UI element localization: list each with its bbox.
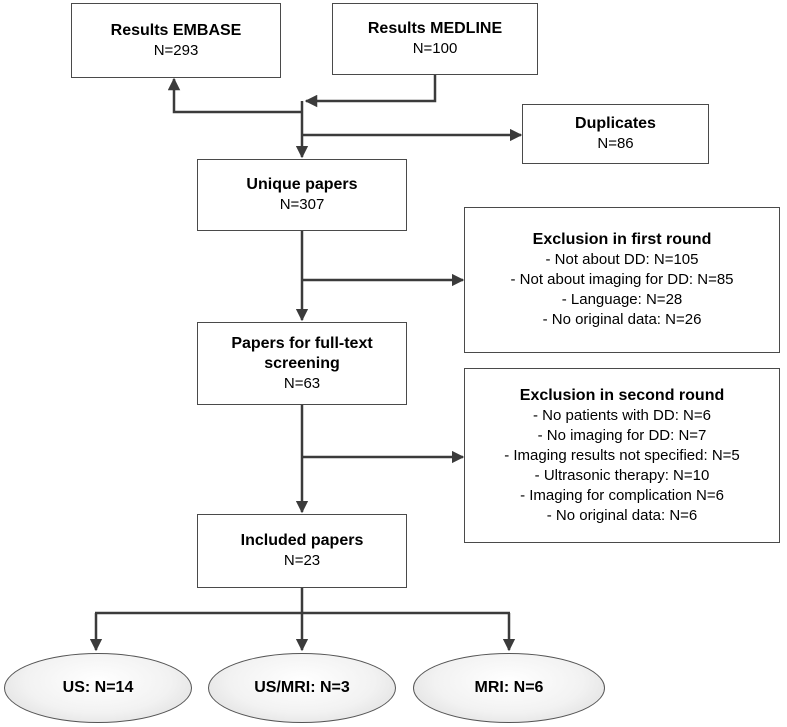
exclusion-first-title: Exclusion in first round	[532, 231, 712, 248]
outcome-mri-ellipse: MRI: N=6	[413, 653, 605, 723]
medline-title: Results MEDLINE	[367, 20, 503, 37]
included-count: N=23	[283, 552, 321, 569]
center-to-embase-arrow	[167, 77, 302, 114]
exclusion-second-item: - Ultrasonic therapy: N=10	[534, 466, 710, 484]
exclusion-second-item: - No original data: N=6	[546, 506, 698, 524]
exclusion-second-item: - Imaging for complication N=6	[520, 486, 724, 504]
outcome-us-mri-ellipse: US/MRI: N=3	[208, 653, 396, 723]
medline-count: N=100	[412, 40, 458, 57]
fulltext-count: N=63	[283, 374, 321, 392]
exclusion-first-item: - No original data: N=26	[542, 311, 702, 328]
exclusion-second-item: - No patients with DD: N=6	[533, 406, 711, 424]
embase-title: Results EMBASE	[110, 21, 242, 39]
exclusion-first-item: - Not about imaging for DD: N=85	[510, 271, 734, 288]
outcome-us-mri-label: US/MRI: N=3	[254, 679, 350, 696]
outcome-us-ellipse: US: N=14	[4, 653, 192, 723]
exclusion-second-title: Exclusion in second round	[519, 386, 725, 404]
exclusion-second-item: - Imaging results not specified: N=5	[504, 446, 740, 464]
exclusion-first-item: - Not about DD: N=105	[545, 251, 699, 268]
duplicates-count: N=86	[597, 135, 634, 152]
included-papers-box: Included papers N=23	[197, 514, 407, 588]
results-medline-box: Results MEDLINE N=100	[332, 3, 538, 75]
exclusion-first-item: - Language: N=28	[561, 291, 683, 308]
results-embase-box: Results EMBASE N=293	[71, 3, 281, 78]
embase-count: N=293	[153, 41, 199, 59]
unique-title: Unique papers	[246, 176, 358, 193]
exclusion-second-round-box: Exclusion in second round - No patients …	[464, 368, 780, 543]
outcome-us-label: US: N=14	[62, 679, 134, 696]
fulltext-title-line1: Papers for full-text	[231, 334, 373, 352]
fulltext-screening-box: Papers for full-text screening N=63	[197, 322, 407, 405]
duplicates-title: Duplicates	[575, 115, 656, 132]
duplicates-box: Duplicates N=86	[522, 104, 709, 164]
included-title: Included papers	[240, 532, 364, 549]
exclusion-second-item: - No imaging for DD: N=7	[537, 426, 707, 444]
medline-to-center-arrow	[304, 75, 437, 108]
outcome-mri-label: MRI: N=6	[474, 679, 544, 696]
unique-papers-box: Unique papers N=307	[197, 159, 407, 231]
exclusion-first-round-box: Exclusion in first round - Not about DD:…	[464, 207, 780, 353]
unique-count: N=307	[279, 196, 325, 213]
fulltext-title-line2: screening	[264, 354, 340, 372]
